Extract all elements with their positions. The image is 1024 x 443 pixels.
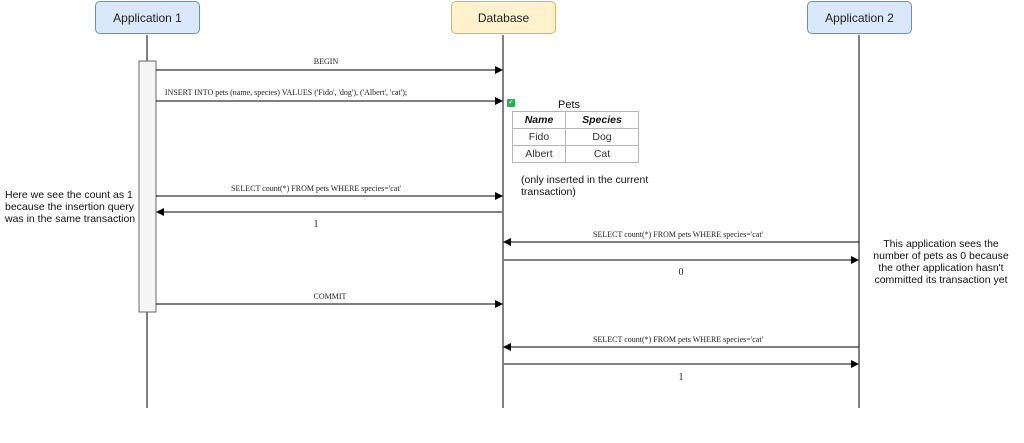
note-app1: Here we see the count as 1 because the i… — [5, 189, 136, 225]
cell-name: Fido — [512, 128, 566, 146]
activation-bar — [138, 60, 157, 313]
participant-database: Database — [451, 1, 556, 34]
pets-table-title: Pets — [558, 99, 581, 111]
table-row: Fido Dog — [512, 128, 639, 146]
participant-application-1: Application 1 — [95, 1, 200, 34]
participant-label: Database — [477, 10, 530, 25]
label-begin: BEGIN — [313, 57, 339, 66]
participant-application-2: Application 2 — [807, 1, 912, 34]
label-commit: COMMIT — [313, 292, 347, 301]
table-row: Albert Cat — [512, 145, 639, 163]
label-return3: 1 — [678, 372, 684, 383]
note-app2: This application sees the number of pets… — [873, 238, 1009, 286]
table-header-row: Name Species — [512, 111, 639, 129]
label-select3: SELECT count(*) FROM pets WHERE species=… — [593, 335, 763, 344]
label-return2: 0 — [678, 267, 684, 278]
checkbox-icon: ✓ — [507, 99, 515, 107]
cell-species: Cat — [565, 145, 639, 163]
column-header-name: Name — [512, 111, 566, 129]
participant-label: Application 1 — [113, 10, 182, 25]
cell-species: Dog — [565, 128, 639, 146]
cell-name: Albert — [512, 145, 566, 163]
pets-table: Name Species Fido Dog Albert Cat — [512, 111, 639, 163]
participant-label: Application 2 — [825, 10, 894, 25]
label-insert: INSERT INTO pets (name, species) VALUES … — [164, 88, 408, 97]
pets-table-note: (only inserted in the current transactio… — [521, 174, 649, 198]
label-select2: SELECT count(*) FROM pets WHERE species=… — [593, 230, 763, 239]
label-return1: 1 — [313, 219, 319, 230]
label-select1: SELECT count(*) FROM pets WHERE species=… — [231, 184, 401, 193]
column-header-species: Species — [565, 111, 639, 129]
